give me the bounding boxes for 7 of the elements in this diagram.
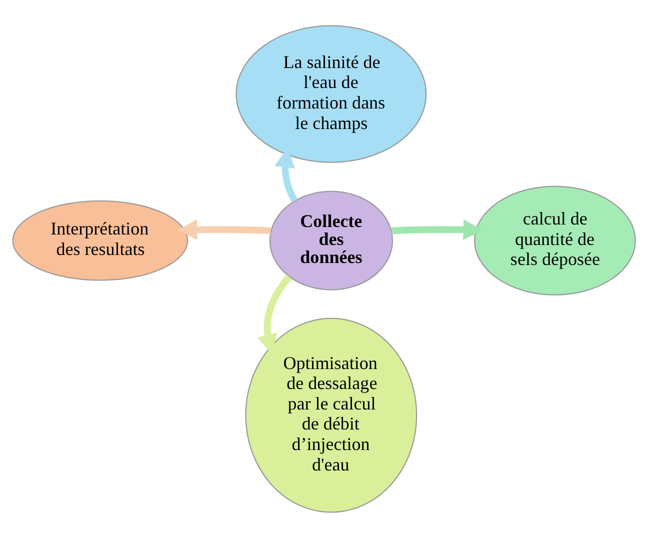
- node-ellipse: Collecte des données: [269, 190, 394, 290]
- node-ellipse: La salinité de l'eau de formation dans le champs: [236, 24, 427, 162]
- node-ellipse: Interprétation des resultats: [12, 200, 188, 280]
- arrow: [391, 218, 484, 240]
- node-ellipse: Optimisation de dessalage par le calcul de débit d’injection d'eau: [245, 317, 418, 512]
- node-ellipse: calcul de quantité de sels déposée: [474, 185, 636, 295]
- arrow: [178, 218, 271, 240]
